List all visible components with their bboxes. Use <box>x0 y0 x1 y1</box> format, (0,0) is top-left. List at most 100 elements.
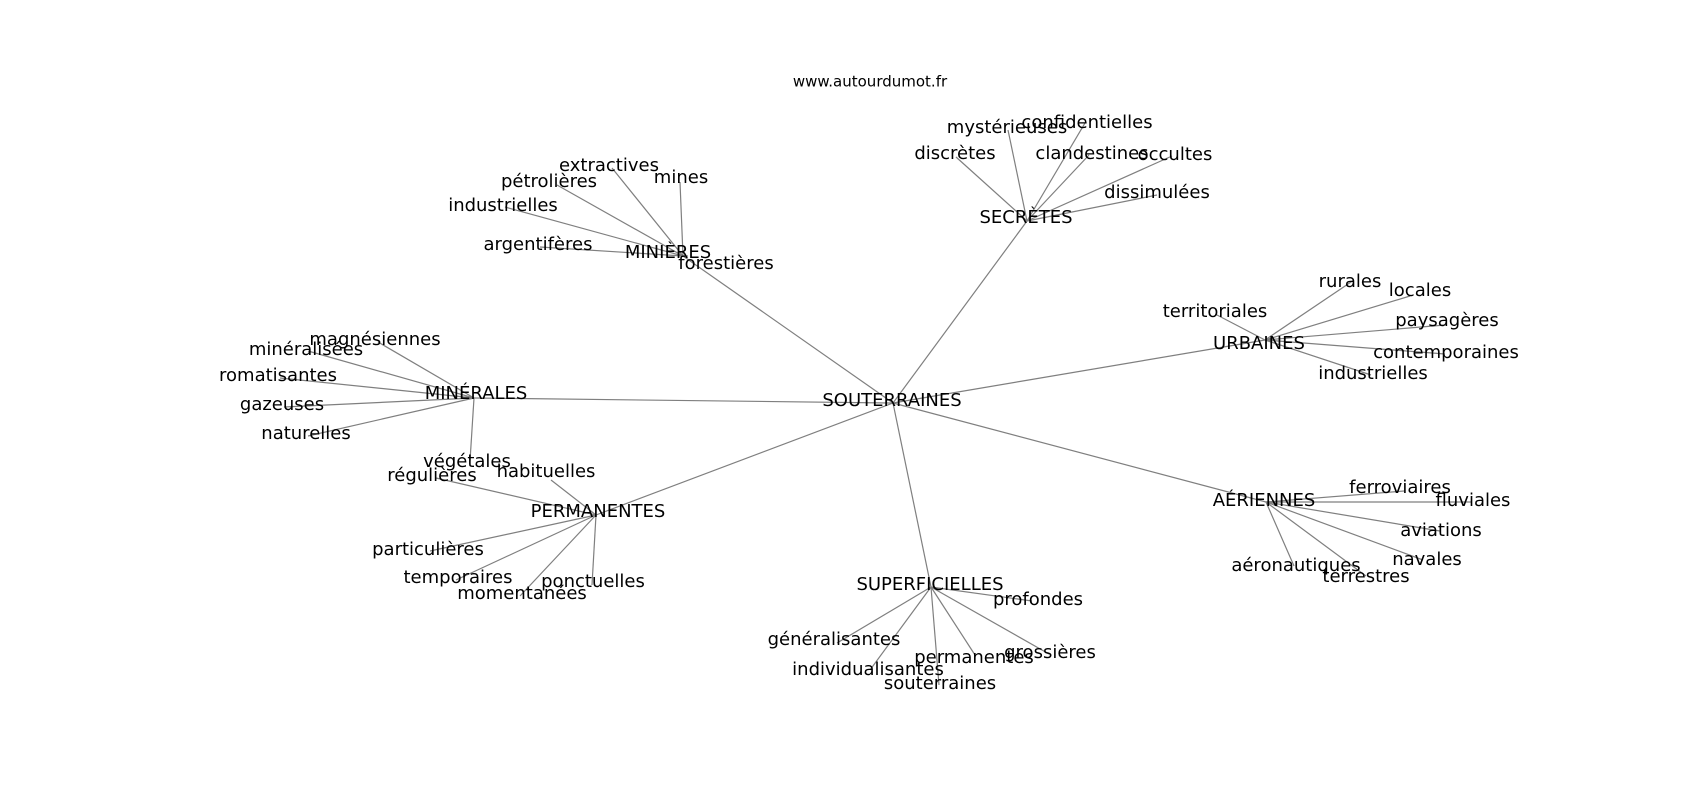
leaf-node-superficielles-souterraines[interactable]: souterraines <box>884 673 996 694</box>
edge-minerales-vegetales <box>469 397 475 462</box>
edge-minerales-romatisantes <box>279 377 475 399</box>
group-node-secretes[interactable]: SECRÈTES <box>979 206 1072 228</box>
leaf-node-superficielles-generalisantes[interactable]: généralisantes <box>768 629 901 650</box>
graph-edges <box>279 122 1472 686</box>
edge-urbaines-rurales <box>1264 279 1355 341</box>
edge-urbaines-industrielles <box>1264 339 1372 376</box>
edge-minieres-extractives <box>611 167 684 257</box>
leaf-node-secretes-confidentielles[interactable]: confidentielles <box>1021 112 1152 133</box>
leaf-node-minerales-romatisantes[interactable]: romatisantes <box>219 365 337 386</box>
leaf-node-minerales-magnesiennes[interactable]: magnésiennes <box>309 329 440 350</box>
leaf-node-superficielles-permanentes[interactable]: permanentes <box>914 647 1034 668</box>
edge-minieres-industrielles <box>504 206 684 257</box>
edge-secretes-clandestines <box>1026 154 1090 222</box>
edge-permanentes-regulieres <box>435 477 597 516</box>
edge-minerales-naturelles <box>307 397 475 437</box>
leaf-node-aeriennes-aeronautiques[interactable]: aéronautiques <box>1231 555 1360 576</box>
leaf-node-permanentes-momentanees[interactable]: momentanées <box>457 583 587 604</box>
leaf-node-urbaines-contemporaines[interactable]: contemporaines <box>1373 342 1519 363</box>
leaf-node-secretes-discretes[interactable]: discrètes <box>914 143 995 164</box>
group-node-permanentes[interactable]: PERMANENTES <box>531 501 666 522</box>
leaf-node-minieres-petrolieres[interactable]: pétrolières <box>501 171 597 192</box>
leaf-node-aeriennes-terrestres[interactable]: terrestres <box>1322 566 1409 587</box>
edge-aeriennes-terrestres <box>1265 501 1367 577</box>
leaf-node-minieres-forestieres[interactable]: forestières <box>678 253 773 274</box>
leaf-node-minerales-gazeuses[interactable]: gazeuses <box>240 394 324 415</box>
edge-permanentes-temporaires <box>455 514 597 581</box>
leaf-node-permanentes-regulieres[interactable]: régulières <box>387 465 476 486</box>
edge-urbaines-territoriales <box>1216 314 1266 341</box>
edge-aeriennes-aeronautiques <box>1265 501 1295 567</box>
edge-secretes-occultes <box>1026 155 1173 222</box>
edge-secretes-mysterieuses <box>1007 129 1028 222</box>
site-watermark[interactable]: www.autourdumot.fr <box>793 73 948 91</box>
edge-aeriennes-navales <box>1265 501 1424 561</box>
leaf-node-minieres-extractives[interactable]: extractives <box>559 155 659 176</box>
leaf-node-aeriennes-fluviales[interactable]: fluviales <box>1436 490 1511 511</box>
edge-center-secretes <box>892 220 1028 404</box>
group-node-superficielles[interactable]: SUPERFICIELLES <box>856 574 1003 595</box>
leaf-node-permanentes-particulieres[interactable]: particulières <box>372 539 484 560</box>
edge-minerales-mineralisees <box>307 350 475 399</box>
leaf-node-superficielles-grossieres[interactable]: grossières <box>1004 642 1096 663</box>
leaf-node-urbaines-locales[interactable]: locales <box>1389 280 1451 301</box>
edge-center-aeriennes <box>892 402 1267 503</box>
center-node[interactable]: SOUTERRAINES <box>822 390 961 411</box>
group-node-aeriennes[interactable]: AÉRIENNES <box>1213 489 1316 511</box>
group-node-minieres[interactable]: MINIÈRES <box>625 241 711 263</box>
leaf-node-urbaines-rurales[interactable]: rurales <box>1319 271 1382 292</box>
leaf-node-superficielles-profondes[interactable]: profondes <box>993 589 1083 610</box>
graph-labels: www.autourdumot.fr extractivespétrolière… <box>219 73 1519 695</box>
leaf-node-secretes-clandestines[interactable]: clandestines <box>1035 143 1148 164</box>
edge-permanentes-habituelles <box>550 479 597 516</box>
leaf-node-permanentes-temporaires[interactable]: temporaires <box>404 567 513 588</box>
edge-minieres-petrolieres <box>556 184 684 257</box>
leaf-node-urbaines-paysageres[interactable]: paysagères <box>1395 310 1498 331</box>
leaf-node-minerales-vegetales[interactable]: végétales <box>423 451 511 472</box>
leaf-node-minerales-naturelles[interactable]: naturelles <box>261 423 350 444</box>
leaf-node-permanentes-habituelles[interactable]: habituelles <box>497 461 596 482</box>
edge-urbaines-locales <box>1264 295 1411 341</box>
edge-secretes-discretes <box>955 156 1028 222</box>
leaf-node-urbaines-industrielles[interactable]: industrielles <box>1318 363 1428 384</box>
edge-center-urbaines <box>892 339 1266 404</box>
edge-minerales-gazeuses <box>283 397 475 408</box>
edge-center-minerales <box>473 397 894 404</box>
group-node-minerales[interactable]: MINÉRALES <box>425 382 528 404</box>
edge-superficielles-grossieres <box>930 586 1050 655</box>
edge-superficielles-generalisantes <box>836 586 932 644</box>
edge-center-superficielles <box>892 402 932 588</box>
leaf-node-permanentes-ponctuelles[interactable]: ponctuelles <box>541 571 645 592</box>
edge-permanentes-ponctuelles <box>591 514 597 586</box>
edge-center-minieres <box>682 255 894 404</box>
group-node-urbaines[interactable]: URBAINES <box>1213 333 1305 354</box>
edge-permanentes-particulieres <box>429 514 597 552</box>
leaf-node-aeriennes-aviations[interactable]: aviations <box>1400 520 1482 541</box>
edge-minieres-argentiferes <box>539 246 684 257</box>
leaf-node-minieres-mines[interactable]: mines <box>654 167 708 188</box>
edge-permanentes-momentanees <box>519 514 597 597</box>
leaf-node-secretes-occultes[interactable]: occultes <box>1138 144 1213 165</box>
leaf-node-urbaines-territoriales[interactable]: territoriales <box>1163 301 1268 322</box>
edge-urbaines-paysageres <box>1264 324 1446 341</box>
edge-superficielles-profondes <box>930 586 1033 602</box>
edge-superficielles-souterraines <box>930 586 940 686</box>
leaf-node-secretes-dissimulees[interactable]: dissimulées <box>1104 182 1210 203</box>
leaf-node-aeriennes-navales[interactable]: navales <box>1392 549 1462 570</box>
edge-secretes-dissimulees <box>1026 194 1158 222</box>
edge-aeriennes-ferroviaires <box>1265 490 1405 503</box>
leaf-node-minieres-argentiferes[interactable]: argentifères <box>484 234 593 255</box>
edge-superficielles-individualisantes <box>869 586 932 671</box>
leaf-node-secretes-mysterieuses[interactable]: mystérieuses <box>947 117 1067 138</box>
leaf-node-superficielles-individualisantes[interactable]: individualisantes <box>792 659 944 680</box>
edge-center-permanentes <box>595 402 894 516</box>
leaf-node-minerales-mineralisees[interactable]: minéralisées <box>249 339 363 360</box>
edge-aeriennes-aviations <box>1265 501 1441 532</box>
edge-urbaines-contemporaines <box>1264 339 1446 355</box>
edge-minieres-mines <box>679 181 684 257</box>
edge-superficielles-permanentes <box>930 586 976 656</box>
leaf-node-aeriennes-ferroviaires[interactable]: ferroviaires <box>1349 477 1451 498</box>
edge-secretes-confidentielles <box>1026 122 1086 222</box>
leaf-node-minieres-industrielles[interactable]: industrielles <box>448 195 558 216</box>
